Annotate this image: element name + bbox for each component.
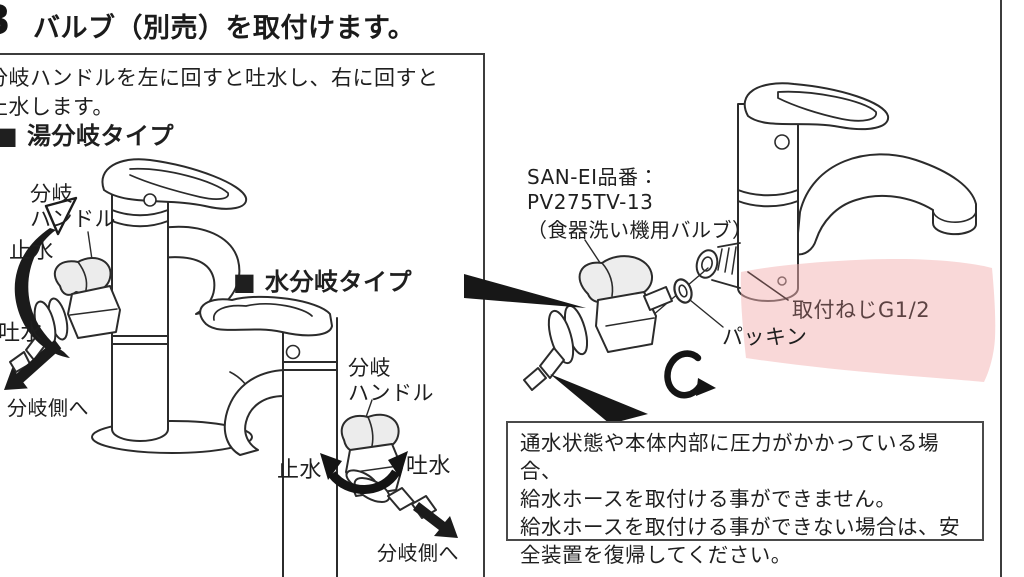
warning-line1: 通水状態や本体内部に圧力がかかっている場合、 <box>520 431 939 483</box>
warning-box: 通水状態や本体内部に圧力がかかっている場合、 給水ホースを取付ける事ができません… <box>506 421 984 567</box>
highlight-region <box>740 259 996 382</box>
right-panel-diagram <box>464 82 996 424</box>
cold-stop-water-label: 止水 <box>277 458 323 483</box>
cold-branch-handle-label-2: ハンドル <box>348 381 434 405</box>
screw-label-leader <box>747 271 789 301</box>
cold-branch-side-label: 分岐側へ <box>377 541 459 565</box>
cold-branch-handle-label-1: 分岐 <box>348 356 391 380</box>
valve-part-label-line1: SAN-EI品番： <box>527 165 659 189</box>
warning-line3: 給水ホースを取付ける事ができない場合は、安 <box>520 515 960 539</box>
hot-branch-side-label: 分岐側へ <box>7 396 89 420</box>
valve-part-label-line3: （食器洗い機用バルブ） <box>527 218 753 242</box>
hot-branch-handle-label-1: 分岐 <box>30 182 73 206</box>
cold-faucet-illustration <box>199 295 338 577</box>
hot-rotation-arrow <box>14 196 78 358</box>
mounting-thread <box>695 242 741 289</box>
warning-pointer-arrow <box>550 374 648 424</box>
page-title: バルブ（別売）を取付けます。 <box>33 13 416 44</box>
left-panel-frame <box>0 53 485 577</box>
hot-stop-water-label: 止水 <box>9 239 55 264</box>
tip-text-line2: 止水します。 <box>0 95 114 119</box>
right-panel-border <box>1000 0 1002 577</box>
step-number: 3 <box>0 0 11 44</box>
mounting-screw-label: 取付ねじG1/2 <box>792 298 931 322</box>
packing-washer <box>673 278 693 304</box>
left-panel-diagrams <box>4 158 458 577</box>
rotate-valve-arrow <box>664 350 716 399</box>
hot-discharge-label: 吐水 <box>0 321 44 346</box>
panel-pointer-arrow <box>464 274 586 308</box>
packing-label: パッキン <box>722 325 808 349</box>
warning-line2: 給水ホースを取付ける事ができません。 <box>520 487 897 511</box>
tip-text-line1: 分岐ハンドルを左に回すと吐水し、右に回すと <box>0 66 439 90</box>
cold-type-heading: ■ 水分岐タイプ <box>233 268 413 296</box>
faucet-illustration <box>695 82 977 302</box>
cold-rotation-arrow <box>320 451 408 494</box>
hot-branch-side-arrow <box>4 339 62 390</box>
cold-discharge-label: 吐水 <box>406 454 452 479</box>
hot-faucet-illustration <box>91 158 253 454</box>
valve-part-label-line2: PV275TV-13 <box>527 190 654 214</box>
valve-assembly-illustration <box>523 239 724 399</box>
hot-type-heading: ■ 湯分岐タイプ <box>0 122 175 150</box>
hot-branch-handle-label-2: ハンドル <box>30 207 116 231</box>
warning-line4: 全装置を復帰してください。 <box>520 543 792 567</box>
cold-branch-side-arrow <box>413 502 458 538</box>
